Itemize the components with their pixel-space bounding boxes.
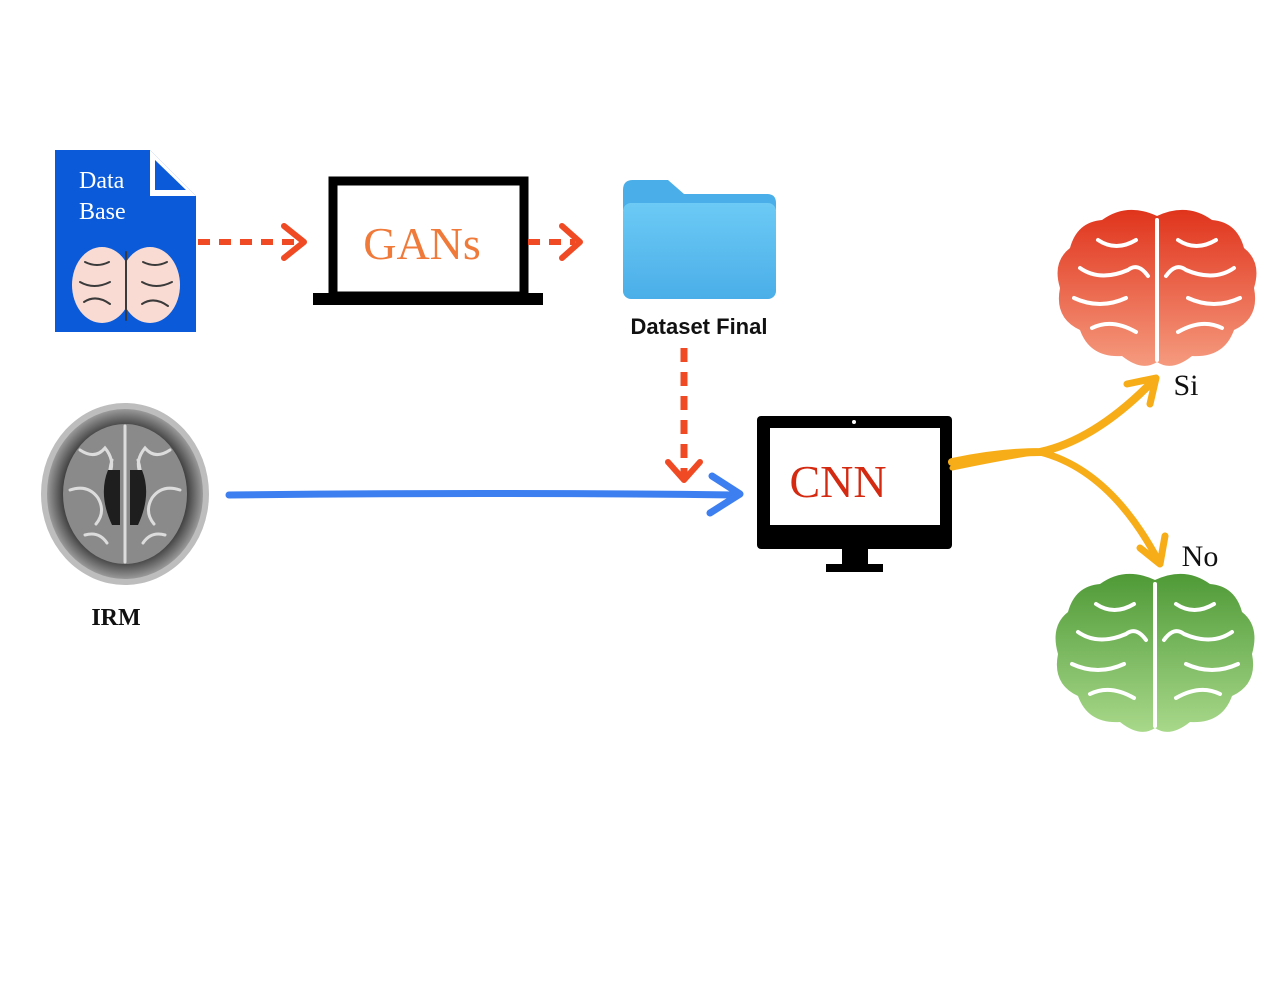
- arrow-dataset-to-cnn: [665, 348, 703, 483]
- green-brain-icon: [1055, 573, 1255, 732]
- arrow-cnn-to-outputs: [948, 374, 1169, 568]
- irm-label: IRM: [91, 605, 140, 631]
- arrow-database-to-gans: [198, 223, 307, 261]
- cnn-monitor-icon: CNN: [757, 416, 952, 572]
- database-label-line2: Base: [79, 199, 126, 225]
- output-no-label: No: [1182, 540, 1219, 573]
- database-brain-icon: [72, 247, 180, 323]
- cnn-label: CNN: [789, 456, 886, 507]
- arrow-irm-to-cnn: [225, 472, 744, 517]
- dataset-label: Dataset Final: [631, 314, 768, 339]
- dataset-folder-icon: [623, 180, 776, 299]
- gans-label: GANs: [363, 218, 481, 269]
- output-yes-label: Si: [1173, 369, 1198, 402]
- red-brain-icon: [1057, 209, 1257, 366]
- irm-mri-scan-icon: [41, 403, 209, 585]
- gans-laptop-icon: GANs: [313, 176, 543, 305]
- database-label-line1: Data: [79, 168, 125, 194]
- arrow-gans-to-dataset: [528, 223, 583, 261]
- database-document-icon: Data Base: [55, 150, 196, 332]
